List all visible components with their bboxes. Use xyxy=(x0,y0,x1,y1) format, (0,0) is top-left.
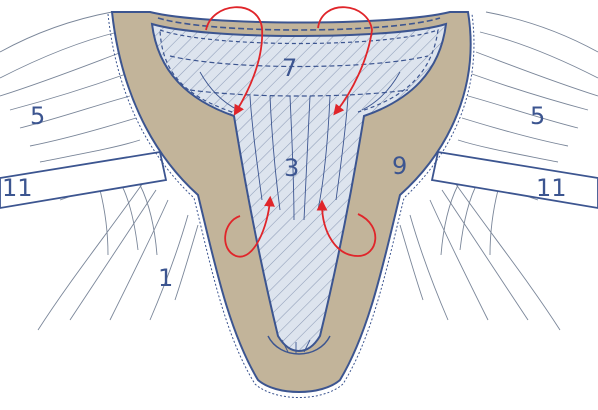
label-inner-panel: 3 xyxy=(284,154,299,182)
label-seam-band: 9 xyxy=(392,152,407,180)
label-lower-left: 1 xyxy=(158,264,173,292)
label-left-fabric: 5 xyxy=(30,102,45,130)
right-strap xyxy=(432,152,598,208)
label-right-strap: 11 xyxy=(536,174,567,202)
label-top-edge: 7 xyxy=(282,54,297,82)
label-left-strap: 11 xyxy=(2,174,33,202)
label-right-fabric: 5 xyxy=(530,102,545,130)
